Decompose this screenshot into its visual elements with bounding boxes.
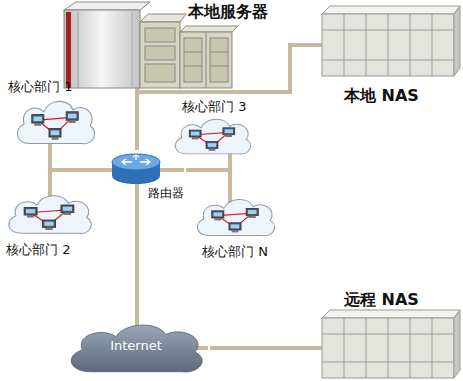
network-link [50,170,108,188]
network-node: 本地 NAS [318,6,460,106]
network-node: 远程 NAS [318,288,460,380]
wire-stubs [50,45,330,348]
department-cloud [175,119,250,154]
network-node: 核心部门 3 [172,99,254,157]
department-cloud [9,196,92,234]
network-link [135,202,139,318]
network-link [50,153,108,170]
router-icon [112,154,160,184]
network-link [135,88,139,150]
department-cloud [17,101,94,143]
department-label: 核心部门 1 [8,79,72,95]
network-node: 核心部门 1 [5,78,100,153]
server-label: 本地服务器 [188,2,268,21]
remote-nas-illustration [322,310,460,378]
local-nas-illustration [322,6,460,76]
department-label: 核心部门 N [202,244,268,260]
network-link [210,346,318,350]
internet-label: Internet [62,338,210,354]
department-label: 核心部门 2 [6,242,70,258]
network-node: 本地服务器 [60,0,270,88]
network-node: 路由器 [108,150,186,202]
network-node: 核心部门 N [192,190,284,261]
network-link [186,170,230,190]
nas-label: 本地 NAS [344,86,419,105]
network-node: Internet [62,318,210,380]
department-label: 核心部门 3 [182,99,246,115]
department-cloud [197,199,274,235]
network-node: 核心部门 2 [3,188,98,260]
nas-label: 远程 NAS [344,290,419,309]
router-label: 路由器 [148,186,184,200]
